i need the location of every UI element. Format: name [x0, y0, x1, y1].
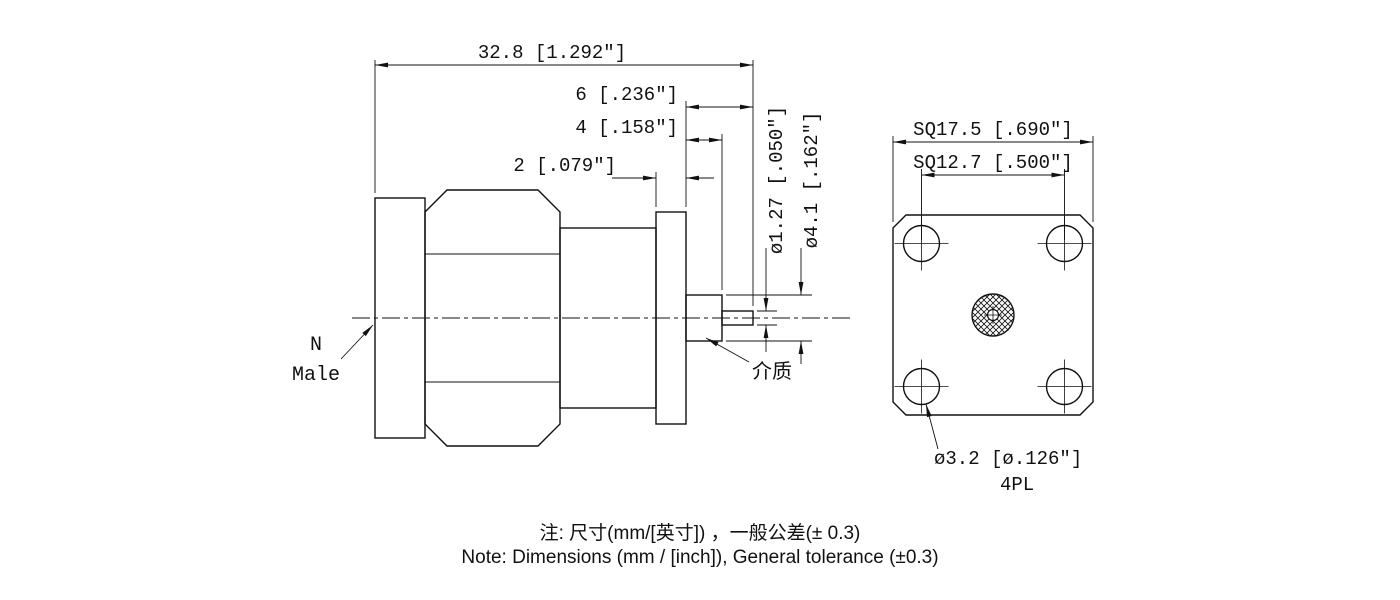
note-english: Note: Dimensions (mm / [inch]), General …: [461, 547, 938, 568]
side-view-dimensions: 32.8 [1.292″] 6 [.236″] 4 [.158″] 2 [.07…: [374, 42, 823, 364]
dielectric-label: 介质: [752, 360, 792, 385]
dim-hole-spacing: SQ12.7 [.500″]: [913, 152, 1073, 174]
mounting-hole-bottom-right: [1037, 359, 1092, 414]
center-dielectric-front: [971, 293, 1015, 337]
hole-diameter-leader: [925, 403, 939, 450]
mounting-hole-bottom-left: [894, 359, 949, 414]
front-view-dimensions: SQ17.5 [.690″] SQ12.7 [.500″] ø3.2 [ø.12…: [892, 119, 1094, 496]
dim-hole-diameter: ø3.2 [ø.126″]: [934, 448, 1082, 470]
connector-label-leader: [340, 324, 374, 360]
hex-nut-body: [424, 189, 561, 447]
connector-gender-label: Male: [292, 364, 340, 387]
dim-pin-length: 6 [.236″]: [575, 84, 678, 106]
flange-square: [892, 214, 1094, 416]
dielectric-label-leader: [705, 337, 750, 363]
side-view: [352, 189, 852, 447]
dim-pin-diameter: ø1.27 [.050″]: [766, 106, 788, 254]
note-chinese: 注: 尺寸(mm/[英寸]) ，一般公差(± 0.3): [540, 522, 861, 544]
drawing-notes: 注: 尺寸(mm/[英寸]) ，一般公差(± 0.3) Note: Dimens…: [461, 522, 938, 568]
side-view-labels: N Male 介质: [292, 324, 792, 387]
front-view: [892, 214, 1094, 416]
dim-flange-thickness: 2 [.079″]: [513, 155, 616, 177]
dim-overall-length: 32.8 [1.292″]: [478, 42, 626, 64]
dim-dielectric-diameter: ø4.1 [.162″]: [801, 112, 823, 249]
connector-type-label: N: [310, 334, 322, 357]
dim-dielectric-length: 4 [.158″]: [575, 117, 678, 139]
center-pin: [721, 310, 754, 326]
dim-hole-places: 4PL: [1000, 474, 1034, 496]
dim-flange-square: SQ17.5 [.690″]: [913, 119, 1073, 141]
